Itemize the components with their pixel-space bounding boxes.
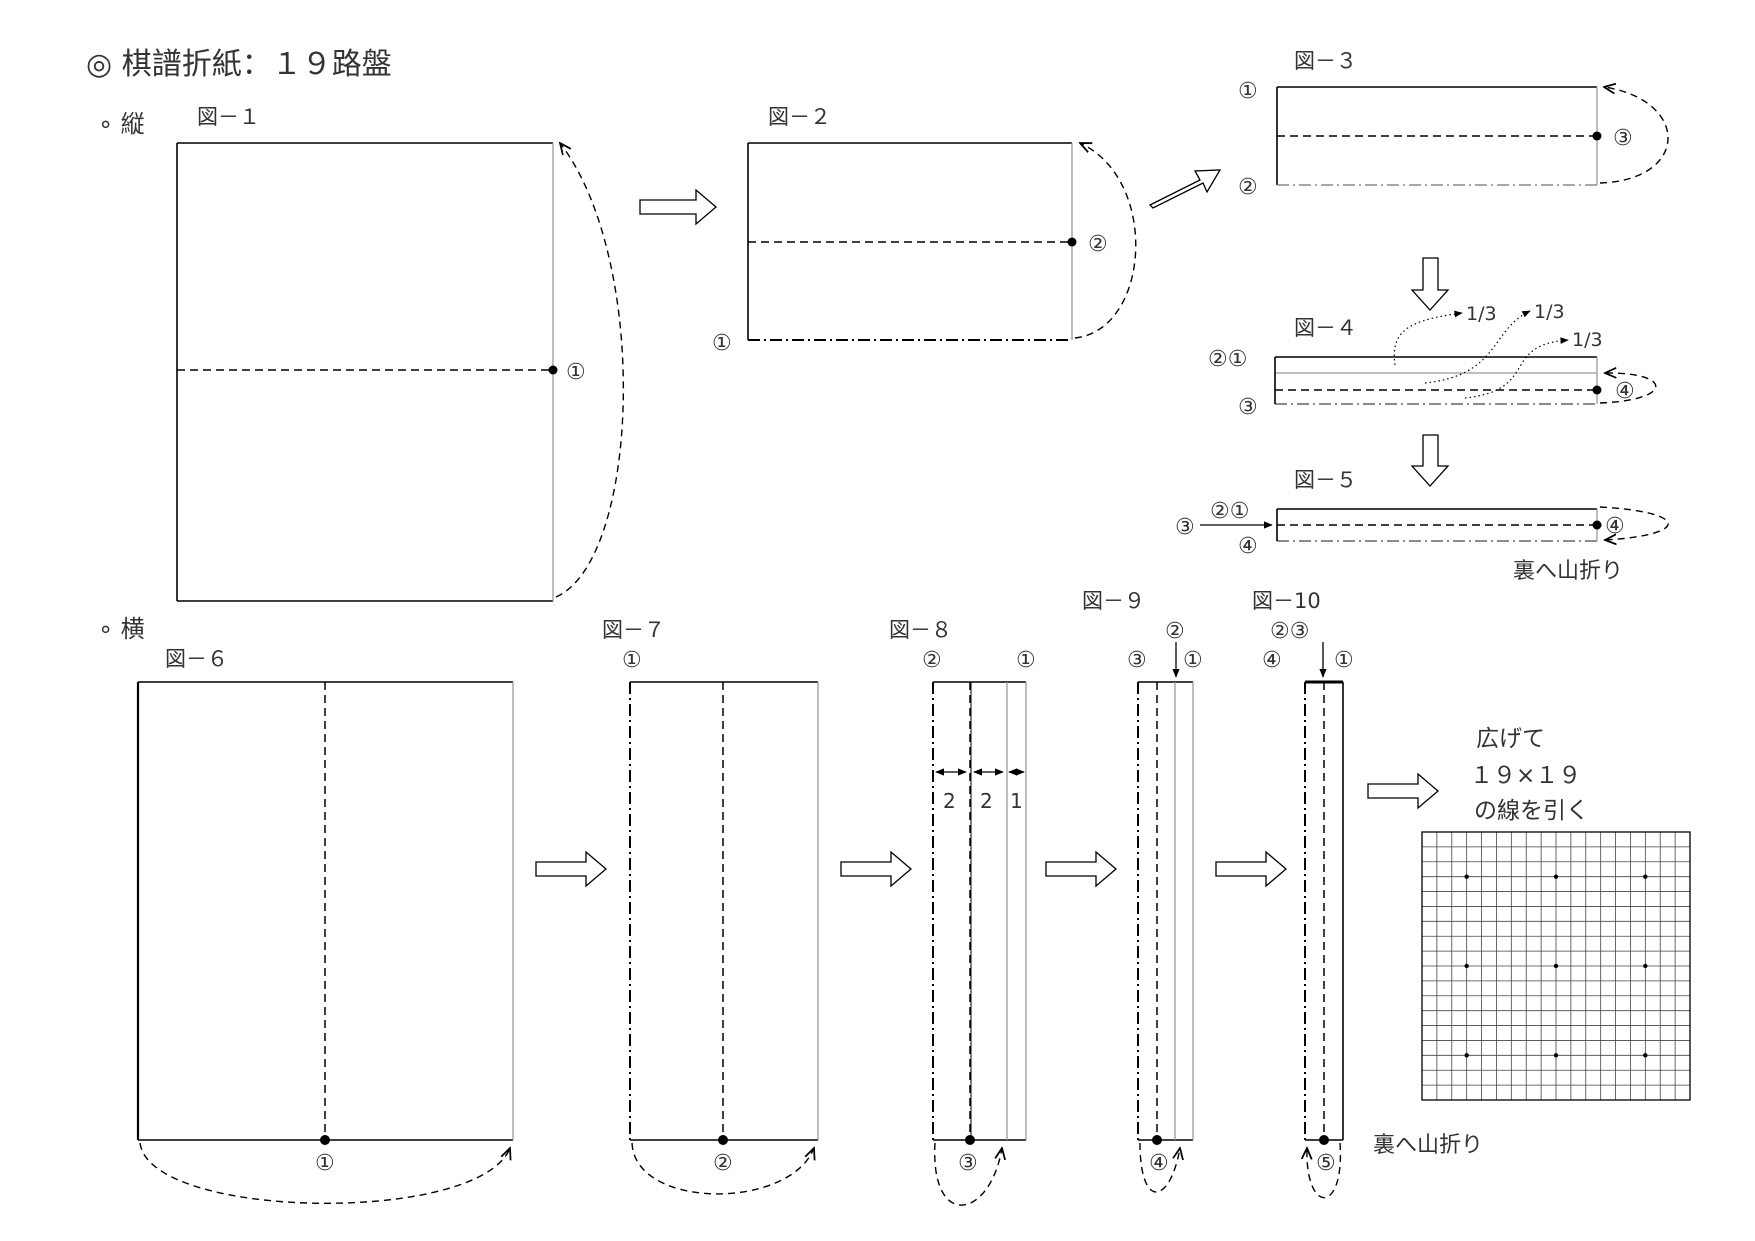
figure-4: 図－４ ②① ③ ④ 1/3 1/3 1/3 — [1208, 301, 1657, 420]
figure-3-label: 図－３ — [1294, 49, 1357, 73]
mark-3: ③ — [1613, 126, 1633, 151]
arrow-right-3 — [840, 850, 913, 888]
point-1 — [548, 365, 558, 375]
mark-1: ① — [315, 1151, 335, 1176]
fraction-1: 1/3 — [1466, 303, 1497, 325]
arrow-down-2 — [1410, 434, 1450, 487]
figure-2-label: 図－２ — [768, 105, 831, 129]
figure-8-label: 図－８ — [889, 618, 952, 642]
mark-2: ② — [1238, 175, 1258, 200]
instruction-line-3: の線を引く — [1474, 798, 1589, 824]
mark-4: ④ — [1615, 379, 1635, 404]
mark-1: ① — [1183, 648, 1203, 673]
mark-2: ② — [1088, 232, 1108, 257]
figure-3: 図－３ ① ② ③ — [1238, 49, 1669, 200]
figure-2: 図－２ ② ① — [712, 105, 1137, 356]
mark-21: ②① — [1208, 347, 1247, 372]
mark-1: ① — [1334, 648, 1354, 673]
mark-1: ① — [622, 648, 642, 673]
figure-4-label: 図－４ — [1294, 316, 1357, 340]
board-star-point — [1643, 874, 1648, 879]
fraction-2: 1/3 — [1534, 301, 1565, 323]
section-horizontal: ∘ 横 — [98, 615, 145, 643]
figure-1-label: 図－１ — [197, 105, 260, 129]
board-star-point — [1553, 1053, 1559, 1058]
mountain-fold-note-1: 裏へ山折り — [1513, 559, 1623, 584]
mark-5: ⑤ — [1316, 1151, 1336, 1176]
figure-7: 図－７ ① ② — [602, 618, 819, 1195]
board-star-point — [1464, 874, 1469, 879]
section-vertical: ∘ 縦 — [98, 110, 145, 138]
figure-5-label: 図－５ — [1294, 468, 1357, 492]
mark-2: ② — [922, 648, 942, 673]
mark-2: ② — [1165, 619, 1185, 644]
mark-2: ② — [713, 1151, 733, 1176]
arrow-diagonal — [1148, 169, 1222, 209]
mark-4: ④ — [1238, 534, 1258, 559]
mark-1: ① — [1016, 648, 1036, 673]
mark-1: ① — [712, 331, 732, 356]
point-2 — [1067, 237, 1077, 247]
board-star-point — [1464, 1053, 1469, 1058]
mark-3: ③ — [1175, 515, 1195, 540]
figure-10-label: 図－10 — [1252, 589, 1321, 613]
board-star-point — [1643, 1053, 1648, 1058]
figure-1: 図－１ ① — [176, 105, 624, 602]
mark-23: ②③ — [1270, 619, 1309, 644]
mountain-fold-note-2: 裏へ山折り — [1373, 1133, 1483, 1158]
figure-5: 図－５ ③ ②① ④ ④ 裏へ山折り — [1175, 468, 1669, 584]
mark-21: ②① — [1210, 499, 1249, 524]
figure-9: 図－９ ② ③ ① ④ — [1082, 589, 1203, 1193]
width-2b: 2 — [980, 789, 993, 813]
instruction-line-2: １９×１９ — [1470, 763, 1581, 789]
mark-4: ④ — [1262, 648, 1282, 673]
width-2a: 2 — [943, 789, 956, 813]
mark-4-right: ④ — [1605, 514, 1625, 539]
mark-1: ① — [1238, 79, 1258, 104]
board-star-point — [1553, 963, 1559, 969]
arrow-right-4 — [1045, 850, 1118, 888]
instruction-line-1: 広げて — [1476, 726, 1545, 752]
arrow-right-1 — [639, 188, 718, 226]
mark-3: ③ — [1127, 648, 1147, 673]
mark-3: ③ — [958, 1151, 978, 1176]
width-1: 1 — [1010, 789, 1023, 813]
figure-6-label: 図－６ — [165, 647, 228, 671]
fraction-3: 1/3 — [1572, 329, 1603, 351]
figure-6: 図－６ ① — [136, 647, 514, 1205]
arrow-right-2 — [535, 850, 608, 888]
arrow-right-5 — [1215, 850, 1288, 888]
figure-10: 図－10 ②③ ④ ① ⑤ 裏へ山折り — [1252, 589, 1483, 1199]
board-border — [1421, 831, 1691, 1101]
arrow-down-1 — [1410, 257, 1450, 311]
mark-3: ③ — [1238, 395, 1258, 420]
board-star-point — [1464, 963, 1469, 969]
mark-1: ① — [566, 360, 586, 385]
arrow-right-6 — [1367, 772, 1440, 810]
figure-8: 図－８ ② ① 2 2 1 ③ — [889, 618, 1036, 1206]
figure-9-label: 図－９ — [1082, 589, 1145, 613]
page-title: ◎ 棋譜折紙：１９路盤 — [86, 47, 392, 82]
mark-4: ④ — [1149, 1151, 1169, 1176]
go-board-19x19 — [1421, 831, 1691, 1101]
board-star-point — [1643, 963, 1648, 969]
board-star-point — [1553, 874, 1559, 879]
figure-7-label: 図－７ — [602, 618, 665, 642]
